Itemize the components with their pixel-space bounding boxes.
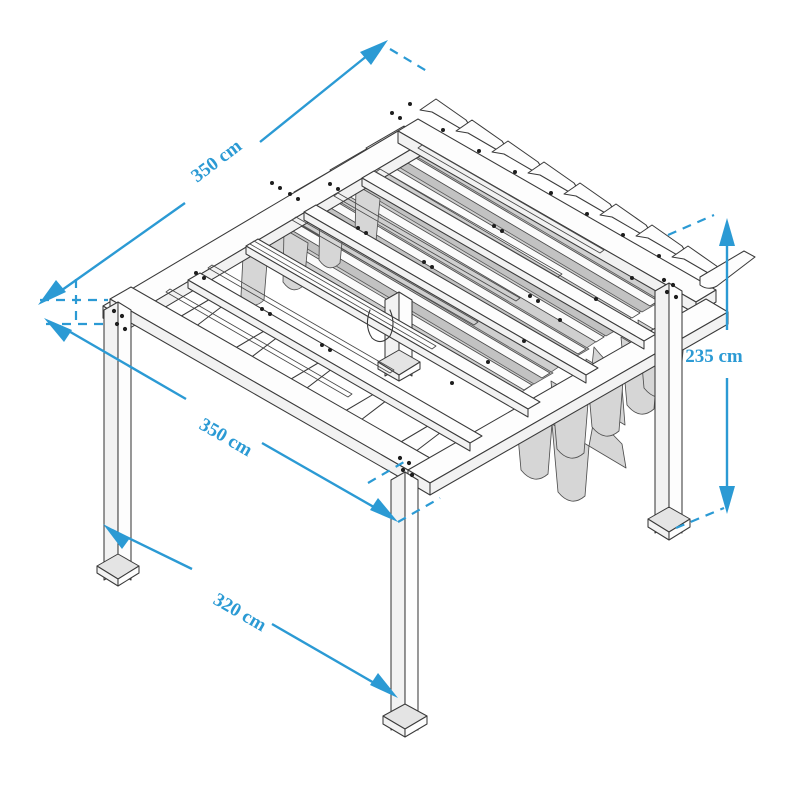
extension-line [397,497,441,523]
dimension-label-width: 350 cm [196,414,256,461]
post-front-shaft-right [404,471,419,731]
purlin [207,264,395,374]
extension-line [389,48,431,74]
arrowhead [38,280,66,305]
post-left-shaft-right [117,301,132,581]
arrowhead [370,673,398,698]
extension-line [675,506,725,530]
bolt [111,308,117,314]
dimension-height-right: 235 cm [667,213,743,530]
dimension-line [259,54,369,143]
bolt [661,277,667,283]
purlin [249,240,437,350]
dimension-span-bottom: 320 cm [103,524,398,698]
arrowhead [370,498,398,522]
canopy-pull-handle [366,309,394,343]
post-right-shaft-left [654,282,670,534]
post-right-group [647,277,691,541]
dimension-label-depth: 350 cm [187,136,246,187]
post-left-group [96,301,140,587]
bolt [673,294,679,300]
bolt [119,313,125,319]
post-right-shaft-right [668,282,683,534]
arrowhead [44,318,72,342]
dimension-line [261,441,387,516]
bolt-group [194,102,661,385]
purlin [165,288,353,398]
rafter-tails-right-group [419,98,721,278]
cross-rafter-group [165,144,657,452]
dimension-label-span: 320 cm [210,589,270,636]
purlin [333,192,521,302]
dimension-line [59,324,187,401]
dimension-line [271,622,389,693]
dimension-label-height: 235 cm [685,346,743,367]
extension-line [667,213,715,237]
arrowhead [360,40,388,65]
bolt [397,455,403,461]
bolt [114,321,120,327]
bolt [122,326,128,332]
arrowhead [719,218,735,246]
arrowhead [719,486,735,514]
bolt [406,460,412,466]
dimension-line [54,202,186,296]
bolt [664,289,670,295]
purlin [375,168,563,278]
arrowhead [103,524,130,549]
bolt [670,282,676,288]
post-front-group [382,455,428,738]
purlin [417,144,605,254]
bolt [400,467,406,473]
bolt [409,472,415,478]
purlin [291,216,479,326]
extension-line [367,461,405,484]
post-front-shaft-left [390,471,406,731]
